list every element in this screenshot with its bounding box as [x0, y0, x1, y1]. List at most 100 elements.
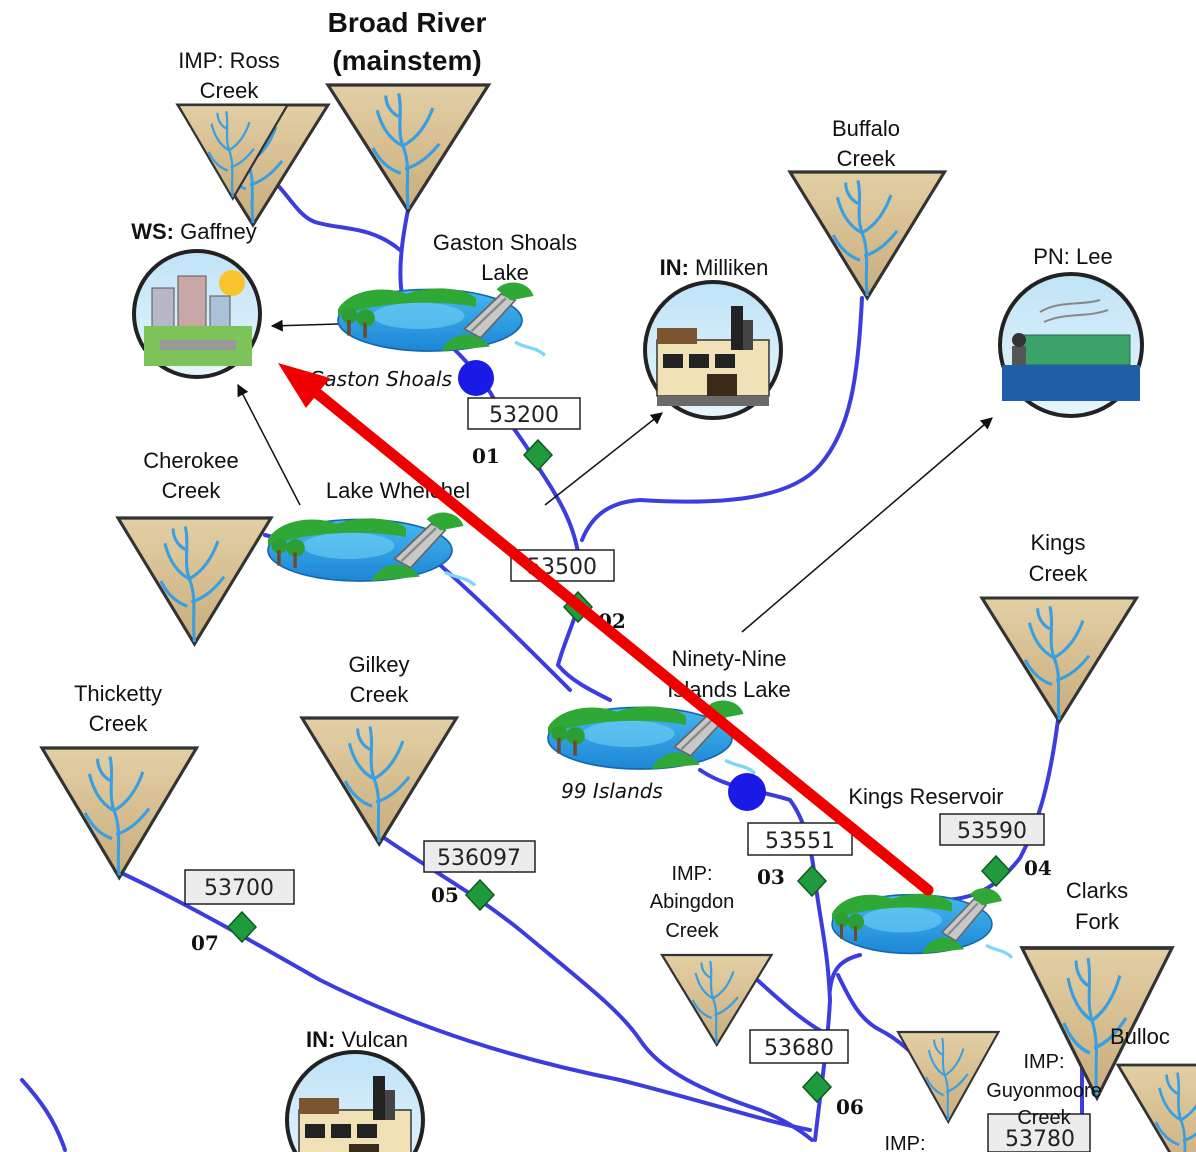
kings-creek-label-2: Creek	[1029, 561, 1089, 586]
demand-arrows	[237, 319, 993, 633]
gauge-box-53551: 53551	[747, 822, 853, 856]
abingdon-creek-label-1: IMP:	[671, 863, 712, 885]
site-number-01: 01	[472, 444, 500, 468]
gauge-box-53200: 53200	[467, 397, 581, 430]
ninety-nine-islands-dam-node	[728, 773, 766, 811]
clarks-fork-label-2: Fork	[1075, 909, 1120, 934]
kings-res-outflow	[828, 953, 862, 992]
clarks-fork-label-1: Clarks	[1066, 878, 1128, 903]
gauge-id-53551: 53551	[765, 829, 835, 854]
kings-creek-basin-icon	[980, 596, 1139, 724]
guyonmoore-creek-label-2: Guyonmoore	[986, 1080, 1102, 1102]
ninety-nine-dam-label: 99 Islands	[561, 779, 663, 803]
gaston-shoals-lake-label-2: Lake	[481, 260, 529, 285]
kings-creek-channel	[938, 718, 1060, 902]
highlight-arrow	[278, 363, 934, 896]
thicketty-creek-label-2: Creek	[89, 711, 149, 736]
guyonmoore-creek-label-3: Creek	[1017, 1107, 1071, 1129]
gauge-id-536097: 536097	[437, 846, 521, 871]
gaston-shoals-lake-label-1: Gaston Shoals	[433, 230, 577, 255]
gauge-marker-06	[801, 1070, 833, 1104]
gilkey-creek-label-2: Creek	[350, 682, 410, 707]
kings-reservoir-icon	[830, 886, 1014, 960]
ross-creek-label-1: IMP: Ross	[178, 48, 279, 73]
milliken-label: IN: Milliken	[660, 255, 769, 280]
gaston-shoals-dam-node	[458, 360, 494, 396]
mainstem-lower	[813, 998, 832, 1142]
gauge-marker-05	[464, 878, 496, 912]
vulcan-prefix: IN:	[306, 1027, 335, 1052]
gaffney-name: Gaffney	[174, 219, 257, 244]
vulcan-industry-icon	[285, 1050, 425, 1152]
ninety-nine-islands-label-1: Ninety-Nine	[672, 646, 787, 671]
imp-bottom-label: IMP:	[884, 1133, 925, 1152]
gauge-box-53590: 53590	[939, 813, 1045, 846]
kings-reservoir-label: Kings Reservoir	[848, 784, 1003, 809]
kings-creek-label-1: Kings	[1030, 530, 1085, 555]
lake-whelchel-icon	[266, 510, 477, 588]
gilkey-creek-channel	[378, 833, 814, 1142]
abingdon-creek-label-2: Abingdon	[650, 891, 735, 913]
milliken-industry-icon	[643, 280, 783, 420]
gauge-id-53700: 53700	[204, 876, 274, 901]
lower-left-channel	[20, 1078, 67, 1152]
gauge-id-53200: 53200	[489, 403, 559, 428]
gauge-box-53700: 53700	[184, 869, 295, 905]
buffalo-creek-basin-icon	[788, 170, 947, 300]
thicketty-creek-channel	[113, 868, 812, 1132]
gauge-id-53590: 53590	[957, 819, 1027, 844]
gauge-marker-07	[226, 910, 258, 944]
cherokee-creek-basin-icon	[116, 516, 273, 646]
ninety-nine-islands-lake-icon	[546, 698, 757, 776]
whelchel-to-gaffney-arrow	[237, 383, 301, 506]
river-network	[20, 166, 1084, 1152]
gauge-id-53780: 53780	[1005, 1127, 1075, 1152]
gauge-id-53680: 53680	[764, 1036, 834, 1061]
broad-river-basin-icon	[326, 83, 491, 213]
cherokee-creek-label-2: Creek	[162, 478, 222, 503]
buffalo-creek-channel	[580, 296, 864, 542]
abingdon-creek-label-3: Creek	[665, 920, 719, 942]
buffalo-creek-label-2: Creek	[837, 146, 897, 171]
cherokee-creek-label-1: Cherokee	[143, 448, 238, 473]
mainstem-to-milliken-arrow	[544, 412, 663, 506]
guyonmoore-creek-basin-icon	[896, 1030, 1000, 1124]
thicketty-creek-label-1: Thicketty	[74, 681, 162, 706]
lee-label: PN: Lee	[1033, 244, 1113, 269]
gauge-box-536097: 536097	[423, 840, 536, 873]
ninety-nine-to-lee-arrow	[741, 417, 993, 633]
title-line-1: Broad River	[328, 7, 487, 38]
site-number-05: 05	[431, 883, 459, 907]
gauge-box-53780: 53780	[987, 1113, 1091, 1152]
thicketty-creek-basin-icon	[40, 746, 199, 880]
gaston-to-gaffney-arrow	[270, 319, 339, 332]
bullock-creek-basin-icon	[1116, 1063, 1196, 1152]
gauge-box-53680: 53680	[749, 1029, 849, 1064]
gilkey-creek-label-1: Gilkey	[348, 652, 409, 677]
milliken-name: Milliken	[689, 255, 768, 280]
vulcan-name: Vulcan	[335, 1027, 408, 1052]
guyonmoore-creek-label-1: IMP:	[1023, 1051, 1064, 1073]
gilkey-creek-basin-icon	[300, 716, 459, 846]
buffalo-creek-label-1: Buffalo	[832, 116, 900, 141]
lee-power-plant-icon	[998, 272, 1144, 418]
gaffney-label: WS: Gaffney	[131, 219, 257, 244]
ross-creek-label-2: Creek	[200, 78, 260, 103]
gauge-marker-01	[522, 438, 554, 472]
gaffney-water-supply-icon	[132, 249, 262, 379]
broad-river-mainstem-reach	[398, 208, 410, 297]
site-number-07: 07	[191, 931, 219, 955]
whelchel-outflow	[438, 563, 572, 692]
site-number-06: 06	[836, 1095, 864, 1119]
title-line-2: (mainstem)	[332, 45, 481, 76]
milliken-prefix: IN:	[660, 255, 689, 280]
abingdon-creek-channel	[753, 976, 830, 1037]
gauge-marker-04	[980, 854, 1012, 888]
vulcan-label: IN: Vulcan	[306, 1027, 408, 1052]
gaston-shoals-lake-icon	[336, 280, 547, 358]
bullock-creek-label: Bulloc	[1110, 1024, 1170, 1049]
site-number-03: 03	[757, 865, 785, 889]
gaffney-prefix: WS:	[131, 219, 174, 244]
gaston-shoals-dam-label: Gaston Shoals	[309, 367, 452, 391]
